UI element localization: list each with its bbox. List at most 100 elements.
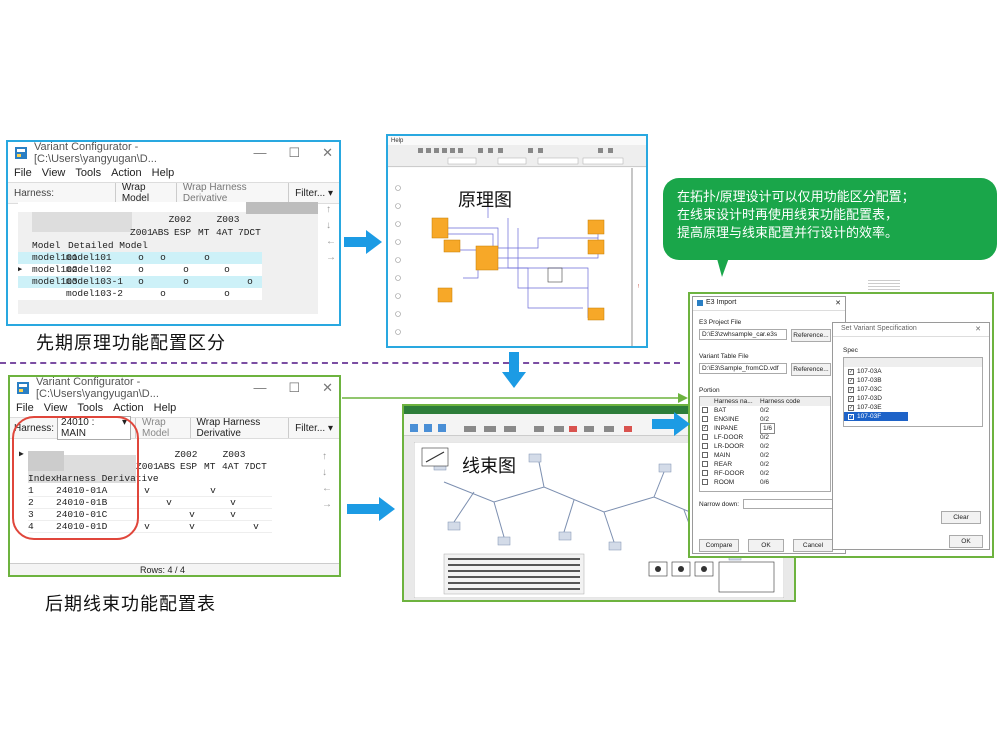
portion-checkbox[interactable] — [700, 469, 714, 478]
cell-mark[interactable] — [174, 288, 198, 300]
cell-mark[interactable] — [244, 497, 268, 508]
cell-mark[interactable] — [238, 288, 262, 300]
portion-checkbox[interactable] — [700, 442, 714, 451]
wrap-harness-derivative-button[interactable]: Wrap Harness Derivative — [175, 182, 288, 204]
cell-mark[interactable]: o — [138, 276, 144, 287]
menu-help[interactable]: Help — [151, 167, 175, 179]
cell-mark[interactable]: v — [230, 497, 236, 508]
cell-mark[interactable] — [238, 252, 262, 264]
cell-mark[interactable] — [216, 252, 238, 264]
cell-mark[interactable]: o — [204, 252, 210, 263]
cell-mark[interactable] — [152, 264, 174, 276]
close-icon[interactable]: ✕ — [975, 326, 981, 333]
cell-mark[interactable] — [158, 509, 180, 520]
cell-mark[interactable]: v — [166, 497, 172, 508]
clear-button[interactable]: Clear — [941, 511, 981, 524]
menu-help[interactable]: Help — [153, 402, 177, 414]
portion-checkbox[interactable] — [700, 451, 714, 460]
cell-mark[interactable]: v — [189, 509, 195, 520]
schematic-menu-help[interactable]: Help — [391, 138, 404, 144]
cell-mark[interactable]: v — [144, 521, 150, 532]
cell-mark[interactable] — [158, 485, 180, 496]
cell-mark[interactable] — [198, 276, 216, 288]
cell-mark[interactable]: o — [160, 288, 166, 299]
project-file-field[interactable]: D:\E3\zwhsample_car.e3s — [699, 329, 787, 340]
cell-mark[interactable]: o — [183, 276, 189, 287]
move-right-icon[interactable]: → — [322, 499, 332, 510]
cell-mark[interactable] — [198, 264, 216, 276]
minimize-icon[interactable]: — — [253, 380, 267, 395]
menu-tools[interactable]: Tools — [77, 402, 104, 414]
variant-reference-button[interactable]: Reference... — [791, 363, 831, 376]
spec-item[interactable]: ✓107-03D — [844, 394, 982, 403]
spec-ok-button[interactable]: OK — [949, 535, 983, 548]
cancel-button[interactable]: Cancel — [793, 539, 833, 552]
move-down-icon[interactable]: ↓ — [322, 467, 327, 478]
cell-mark[interactable] — [204, 509, 222, 520]
portion-checkbox[interactable] — [700, 478, 714, 487]
move-left-icon[interactable]: ← — [326, 236, 336, 247]
menu-file[interactable]: File — [16, 402, 34, 414]
maximize-icon[interactable]: ☐ — [288, 145, 301, 160]
menu-action[interactable]: Action — [111, 167, 142, 179]
move-right-icon[interactable]: → — [326, 252, 336, 263]
cell-mark[interactable] — [244, 485, 268, 496]
move-left-icon[interactable]: ← — [322, 483, 332, 494]
menu-action[interactable]: Action — [113, 402, 144, 414]
cell-mark[interactable] — [238, 264, 262, 276]
cell-mark[interactable]: o — [183, 264, 189, 275]
cell-mark[interactable] — [158, 521, 180, 532]
cell-mark[interactable] — [244, 509, 268, 520]
wrap-harness-derivative-button[interactable]: Wrap Harness Derivative — [189, 417, 289, 439]
cell-mark[interactable] — [174, 252, 198, 264]
wrap-model-button[interactable]: Wrap Model — [135, 417, 189, 439]
portion-checkbox[interactable] — [700, 415, 714, 424]
spec-item[interactable]: ✓107-03A — [844, 367, 982, 376]
cell-mark[interactable] — [136, 509, 158, 520]
cell-mark[interactable] — [204, 521, 222, 532]
cell-mark[interactable] — [222, 485, 244, 496]
portion-checkbox[interactable]: ✓ — [700, 424, 714, 433]
minimize-icon[interactable]: — — [253, 145, 267, 160]
cell-mark[interactable]: o — [138, 252, 144, 263]
close-icon[interactable]: ✕ — [322, 145, 333, 160]
cell-mark[interactable]: o — [224, 264, 230, 275]
cell-mark[interactable]: v — [210, 485, 216, 496]
ok-button[interactable]: OK — [748, 539, 784, 552]
cell-mark[interactable] — [222, 521, 244, 532]
cell-mark[interactable]: o — [160, 252, 166, 263]
portion-checkbox[interactable] — [700, 460, 714, 469]
cell-mark[interactable]: v — [144, 485, 150, 496]
narrow-down-field[interactable] — [743, 499, 843, 509]
menu-view[interactable]: View — [43, 402, 68, 414]
spec-item[interactable]: ✓107-03E — [844, 403, 982, 412]
spec-item[interactable]: ✓107-03B — [844, 376, 982, 385]
move-down-icon[interactable]: ↓ — [326, 220, 331, 231]
cell-mark[interactable] — [130, 288, 152, 300]
variant-table-field[interactable]: D:\E3\Sample_fromCD.vdf — [699, 363, 787, 374]
cell-mark[interactable] — [204, 497, 222, 508]
project-reference-button[interactable]: Reference... — [791, 329, 831, 342]
portion-checkbox[interactable] — [700, 433, 714, 442]
cell-mark[interactable]: v — [253, 521, 259, 532]
cell-mark[interactable] — [216, 276, 238, 288]
spec-item[interactable]: ✓107-03C — [844, 385, 982, 394]
close-icon[interactable]: ✕ — [835, 300, 841, 307]
cell-mark[interactable] — [152, 276, 174, 288]
filter-dropdown[interactable]: Filter... ▾ — [288, 418, 339, 438]
